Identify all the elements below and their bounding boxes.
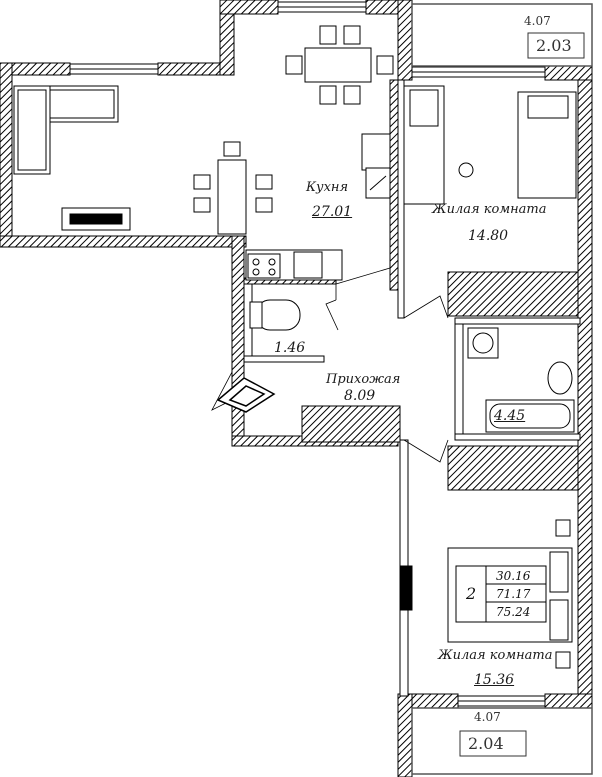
balcony-top-reduced-area: 2.03 [536,36,572,55]
bedroom-top-area: 14.80 [468,228,509,244]
balconies [411,3,593,775]
balcony-bottom [411,707,593,775]
bedroom-bottom-area: 15.36 [474,672,515,688]
bedroom-bottom-name: Жилая комната [438,648,553,663]
bedroom-top-furniture [403,85,577,205]
wardrobes [301,271,579,491]
doors [211,267,449,463]
bedroom-top-name: Жилая комната [432,202,547,217]
summary-rooms-count: 2 [466,584,477,603]
kitchen-name: Кухня [306,180,349,195]
windows [69,1,546,707]
hall-rug [216,377,276,413]
living-furniture [13,85,273,235]
bath-area: 4.45 [494,408,526,424]
summary-total-with-balconies: 75.24 [496,605,531,619]
summary-box [455,565,547,623]
balcony-bottom-reduced-area: 2.04 [468,734,504,753]
summary-living-area: 30.16 [496,569,531,583]
kitchen-area: 27.01 [312,204,353,220]
balcony-top-full-area: 4.07 [524,14,551,28]
hall-area: 8.09 [344,388,376,404]
balcony-top [411,3,593,67]
balcony-bottom-full-area: 4.07 [474,710,501,724]
summary-total-area: 71.17 [496,587,531,601]
wc-area: 1.46 [274,340,306,356]
kitchen-furniture [245,25,394,281]
bath-fixtures [249,299,575,433]
hall-name: Прихожая [326,372,401,387]
